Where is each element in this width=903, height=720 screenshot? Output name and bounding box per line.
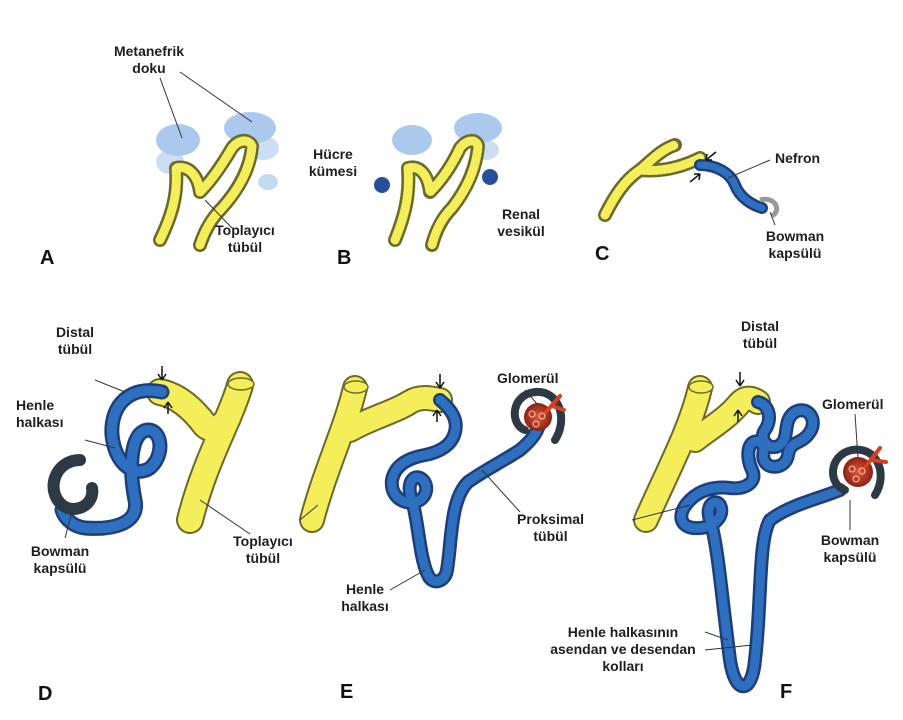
label-toplayici-tubul-a: Toplayıcı tübül <box>205 222 285 256</box>
label-bowman-kapsulu-f: Bowman kapsülü <box>800 532 900 566</box>
label-henle-kollar-f: Henle halkasının asendan ve desendan kol… <box>528 624 718 675</box>
label-line: tübül <box>205 239 285 256</box>
arrow-f-1 <box>736 372 744 386</box>
metanephric-tissue-cloud-b <box>392 113 502 160</box>
label-line: doku <box>100 60 198 77</box>
label-bowman-kapsulu-d: Bowman kapsülü <box>10 543 110 577</box>
panel-letter-b: B <box>337 247 351 270</box>
label-line: tübül <box>35 341 115 358</box>
label-proksimal-tubul-e: Proksimal tübül <box>503 511 598 545</box>
panel-letter-d: D <box>38 683 52 706</box>
label-line: Bowman <box>10 543 110 560</box>
label-metanefrik-doku: Metanefrik doku <box>100 43 198 77</box>
label-distal-tubul-f: Distal tübül <box>725 318 795 352</box>
panel-c-drawing <box>605 145 777 225</box>
pointer-line-nefron <box>728 160 770 178</box>
label-line: kapsülü <box>10 560 110 577</box>
label-renal-vesikul: Renal vesikül <box>476 206 566 240</box>
label-nefron: Nefron <box>775 150 820 167</box>
label-line: Bowman <box>800 532 900 549</box>
panel-a-drawing <box>156 72 279 245</box>
label-glomerul-f: Glomerül <box>822 396 883 413</box>
label-henle-halkasi-e: Henle halkası <box>325 581 405 615</box>
panel-letter-c: C <box>595 243 609 266</box>
label-line: Distal <box>725 318 795 335</box>
label-line: Bowman <box>745 228 845 245</box>
label-line: tübül <box>503 528 598 545</box>
label-hucre-kumesi: Hücre kümesi <box>292 146 374 180</box>
panel-letter-f: F <box>780 681 792 704</box>
panel-e-drawing <box>300 374 564 590</box>
label-line: halkası <box>325 598 405 615</box>
label-line: kümesi <box>292 163 374 180</box>
bowman-capsule-d <box>54 460 93 509</box>
label-distal-tubul-d: Distal tübül <box>35 324 115 358</box>
label-line: halkası <box>16 414 63 431</box>
label-henle-halkasi-d: Henle halkası <box>16 397 63 431</box>
label-glomerul-e: Glomerül <box>497 370 558 387</box>
arrow-c-2 <box>690 174 700 182</box>
label-line: Toplayıcı <box>205 222 285 239</box>
label-line: asendan ve desendan <box>528 641 718 658</box>
label-line: vesikül <box>476 223 566 240</box>
label-line: Hücre <box>292 146 374 163</box>
label-toplayici-tubul-d: Toplayıcı tübül <box>218 533 308 567</box>
label-line: Metanefrik <box>100 43 198 60</box>
label-line: Henle halkasının <box>528 624 718 641</box>
panel-d-drawing <box>54 366 254 538</box>
arrow-c-1 <box>706 152 716 160</box>
pointer-line-toplayici-d <box>200 500 250 534</box>
pointer-line-proksimal-e <box>482 470 520 512</box>
label-line: Distal <box>35 324 115 341</box>
label-line: Henle <box>16 397 63 414</box>
renal-vesicle-dot <box>482 169 498 185</box>
label-line: Toplayıcı <box>218 533 308 550</box>
label-line: Renal <box>476 206 566 223</box>
label-bowman-kapsulu-c: Bowman kapsülü <box>745 228 845 262</box>
panel-letter-e: E <box>340 681 353 704</box>
pointer-line-metanefrik-2 <box>180 72 252 122</box>
label-line: kolları <box>528 658 718 675</box>
cell-cluster-dot <box>374 177 390 193</box>
panel-letter-a: A <box>40 247 54 270</box>
arrow-e-1 <box>436 374 444 388</box>
label-line: Proksimal <box>503 511 598 528</box>
label-line: Henle <box>325 581 405 598</box>
label-line: tübül <box>725 335 795 352</box>
pointer-line-distal-d <box>95 380 125 392</box>
label-line: kapsülü <box>800 549 900 566</box>
label-line: kapsülü <box>745 245 845 262</box>
label-line: tübül <box>218 550 308 567</box>
arrow-d-1 <box>158 366 166 380</box>
